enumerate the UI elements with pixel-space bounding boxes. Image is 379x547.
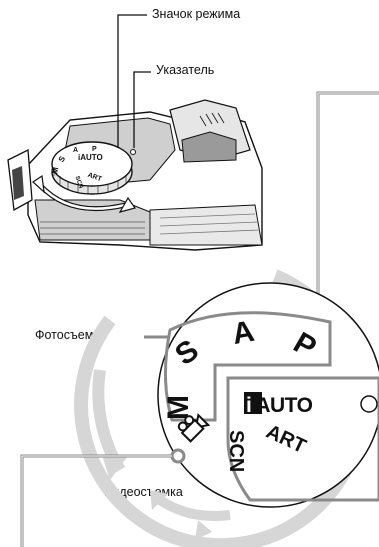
leader-photo-group [316, 91, 379, 318]
small-dial-s: S [57, 154, 68, 164]
large-dial-scn: SCN [225, 430, 247, 472]
label-photo: Фотосъемка [35, 328, 107, 342]
large-indicator [360, 395, 378, 413]
indicator-dot [130, 149, 136, 155]
leader-indicator [133, 71, 151, 148]
photo-mode-group [164, 311, 332, 422]
small-dial-iauto: iAUTO [78, 153, 103, 162]
label-mode-icon: Значок режима [152, 7, 241, 21]
small-dial-m: M [50, 166, 60, 174]
leader-mode-icon [117, 14, 147, 148]
auto-mode-group [226, 376, 379, 502]
camera-illustration: iAUTO ART SCN P A S M [7, 99, 263, 251]
movie-camera-icon [177, 413, 211, 443]
small-dial-p: P [92, 146, 97, 153]
small-dial-a: A [73, 147, 78, 154]
video-marker-dot [170, 448, 186, 464]
small-dial-art: ART [87, 172, 104, 184]
label-indicator: Указатель [156, 63, 215, 77]
small-dial-scn: SCN [74, 175, 84, 189]
